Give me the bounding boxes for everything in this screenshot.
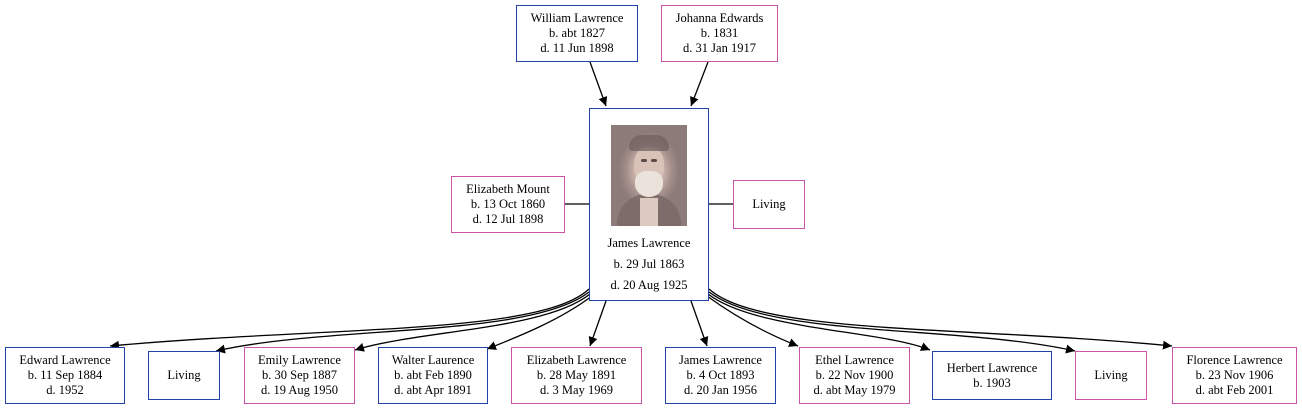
person-death: d. 1952 xyxy=(46,383,84,397)
edge-to-child-10 xyxy=(708,288,1173,350)
person-name: Edward Lawrence xyxy=(19,353,111,367)
person-name: Living xyxy=(167,368,201,382)
person-birth: b. abt Feb 1890 xyxy=(394,368,472,382)
person-death: d. abt Feb 2001 xyxy=(1195,383,1274,397)
person-birth: b. 23 Nov 1906 xyxy=(1195,368,1274,382)
person-death: d. 11 Jun 1898 xyxy=(540,41,614,55)
person-box-child-9[interactable]: Living xyxy=(1075,351,1147,400)
edge-to-child-2 xyxy=(215,291,590,354)
person-birth: b. 30 Sep 1887 xyxy=(262,368,337,382)
person-birth: b. 11 Sep 1884 xyxy=(27,368,103,382)
person-name: Emily Lawrence xyxy=(258,353,341,367)
person-name: Florence Lawrence xyxy=(1186,353,1283,367)
person-box-child-2[interactable]: Living xyxy=(148,351,220,400)
edge-to-child-1 xyxy=(109,288,590,350)
person-birth: b. 4 Oct 1893 xyxy=(686,368,755,382)
edge-to-child-9 xyxy=(708,291,1076,354)
person-birth: b. abt 1827 xyxy=(549,26,605,40)
person-name: Elizabeth Lawrence xyxy=(526,353,627,367)
edge-to-child-6 xyxy=(690,300,709,347)
portrait-photo xyxy=(611,125,687,226)
person-name: William Lawrence xyxy=(530,11,624,25)
edge-to-child-8 xyxy=(707,293,931,351)
person-death: d. 19 Aug 1950 xyxy=(260,383,339,397)
person-box-mother[interactable]: Johanna Edwards b. 1831 d. 31 Jan 1917 xyxy=(661,5,778,62)
person-birth: b. 29 Jul 1863 xyxy=(613,257,685,271)
person-box-spouse-2[interactable]: Living xyxy=(733,180,805,229)
person-box-child-10[interactable]: Florence Lawrence b. 23 Nov 1906 d. abt … xyxy=(1172,347,1297,404)
person-box-child-5[interactable]: Elizabeth Lawrence b. 28 May 1891 d. 3 M… xyxy=(511,347,642,404)
edge-to-child-4 xyxy=(486,295,593,350)
person-name: Herbert Lawrence xyxy=(946,360,1038,375)
person-name: James Lawrence xyxy=(679,353,762,367)
person-death: d. 3 May 1969 xyxy=(540,383,613,397)
edge-to-child-3 xyxy=(354,293,591,352)
person-birth: b. 22 Nov 1900 xyxy=(815,368,894,382)
person-name: Walter Laurence xyxy=(391,353,475,367)
person-name: Elizabeth Mount xyxy=(466,182,550,196)
person-birth: b. 28 May 1891 xyxy=(536,368,617,382)
person-name: James Lawrence xyxy=(607,236,691,250)
person-name: Ethel Lawrence xyxy=(815,353,894,367)
person-box-child-6[interactable]: James Lawrence b. 4 Oct 1893 d. 20 Jan 1… xyxy=(665,347,776,404)
edge-father-to-person xyxy=(589,61,608,107)
person-box-child-1[interactable]: Edward Lawrence b. 11 Sep 1884 d. 1952 xyxy=(5,347,125,404)
person-death: d. 12 Jul 1898 xyxy=(472,212,544,226)
person-death: d. 31 Jan 1917 xyxy=(683,41,756,55)
person-box-father[interactable]: William Lawrence b. abt 1827 d. 11 Jun 1… xyxy=(516,5,638,62)
person-birth: b. 13 Oct 1860 xyxy=(470,197,546,211)
person-death: d. 20 Jan 1956 xyxy=(684,383,757,397)
person-name: Living xyxy=(1094,368,1128,382)
person-death: d. 20 Aug 1925 xyxy=(610,278,688,292)
person-birth: b. 1831 xyxy=(700,26,739,40)
person-name: Johanna Edwards xyxy=(675,11,764,25)
person-name: Living xyxy=(752,197,786,211)
person-box-child-7[interactable]: Ethel Lawrence b. 22 Nov 1900 d. abt May… xyxy=(799,347,910,404)
person-birth: b. 1903 xyxy=(973,375,1011,390)
person-box-child-3[interactable]: Emily Lawrence b. 30 Sep 1887 d. 19 Aug … xyxy=(244,347,355,404)
edge-mother-to-person xyxy=(690,61,709,107)
edge-to-child-7 xyxy=(706,295,799,347)
person-death: d. abt May 1979 xyxy=(813,383,896,397)
person-box-root[interactable]: James Lawrence b. 29 Jul 1863 d. 20 Aug … xyxy=(589,108,709,301)
person-box-child-4[interactable]: Walter Laurence b. abt Feb 1890 d. abt A… xyxy=(378,347,488,404)
person-box-child-8[interactable]: Herbert Lawrence b. 1903 xyxy=(932,351,1052,400)
edge-to-child-5 xyxy=(588,300,607,347)
person-death: d. abt Apr 1891 xyxy=(394,383,472,397)
person-box-spouse-1[interactable]: Elizabeth Mount b. 13 Oct 1860 d. 12 Jul… xyxy=(451,176,565,233)
